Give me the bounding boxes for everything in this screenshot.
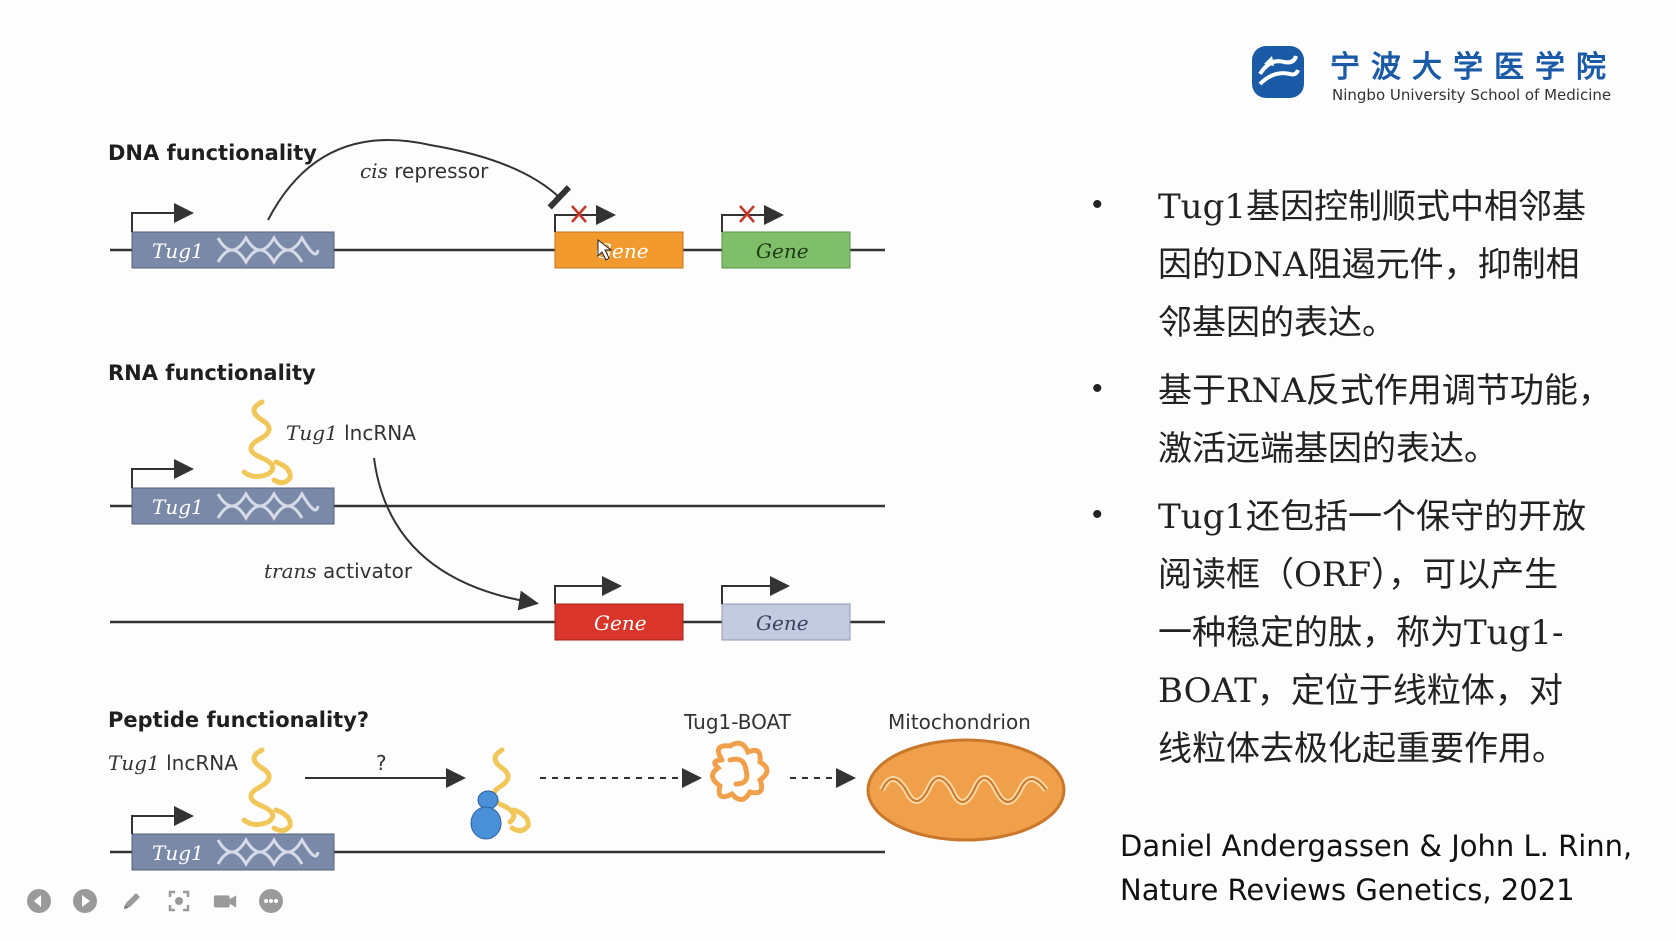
citation-journal: Nature Reviews Genetics, 2021 [1120,873,1575,907]
gene-lightblue-label: Gene [756,611,809,635]
tug1-promoter-arrow [131,203,194,232]
gene-red-promoter [554,576,622,604]
trans-activator-arc [373,457,539,611]
gene-orange-promoter [554,205,616,232]
gene-green-promoter [721,205,784,232]
play-button[interactable] [72,888,98,914]
trans-activator-label: trans activator [264,559,413,583]
gene-red-label: Gene [594,611,647,635]
tug1-figure: DNA functionality Tug1 cis repressor Gen… [108,139,1066,871]
bullet-3-line-3: 一种稳定的肽，称为Tug1- [1158,613,1564,653]
bullet-dot-1: • [1092,188,1103,221]
bullet-3-line-5: 线粒体去极化起重要作用。 [1158,729,1566,769]
dna-section-title: DNA functionality [108,141,317,165]
camera-icon [213,895,237,908]
rna-lncrna-label: Tug1 lncRNA [286,421,416,445]
bullet-1-line-2: 因的DNA阻遏元件，抑制相 [1158,245,1580,285]
prev-icon [27,889,51,913]
ribosome-small-icon [477,790,499,810]
bullet-3-line-2: 阅读框（ORF），可以产生 [1158,555,1559,595]
logo-chinese-name: 宁波大学医学院 [1330,50,1617,85]
screenshot-button[interactable] [166,888,192,914]
blocked-x-icon-2 [739,205,755,223]
screenshot-icon [168,890,190,912]
bullet-dot-2: • [1092,372,1103,405]
dna-helix-icon [216,235,320,256]
bullet-3-line-1: Tug1还包括一个保守的开放 [1158,497,1586,537]
gene-lightblue-box [721,603,851,641]
mitochondrion-label: Mitochondrion [888,710,1031,734]
rna-section-title: RNA functionality [108,361,316,385]
cis-repressor-arc [267,139,572,221]
cis-repressor-label: cis repressor [360,159,489,183]
tug1-promoter-arrow-peptide [131,806,194,834]
university-logo: 宁波大学医学院 Ningbo University School of Medi… [1250,42,1650,112]
peptide-lncrna-label: Tug1 lncRNA [108,751,238,775]
citation-authors: Daniel Andergassen & John L. Rinn, [1120,829,1633,863]
bullet-3: Tug1还包括一个保守的开放 阅读框（ORF），可以产生 一种稳定的肽，称为Tu… [1158,488,1628,778]
gene-lightblue-promoter [721,576,790,604]
lncrna-squiggle-icon [241,399,293,486]
ningbo-logo-icon [1252,46,1304,98]
logo-english-name: Ningbo University School of Medicine [1332,86,1612,104]
mitochondrion-icon [866,738,1066,842]
gene-orange-box [554,231,684,269]
pen-icon [124,893,140,909]
bullet-1-line-3: 邻基因的表达。 [1158,303,1396,343]
gene-red-box [554,603,684,641]
ribosome-rna-icon [490,747,531,834]
bullet-2-line-2: 激活远端基因的表达。 [1158,429,1498,469]
bullet-dot-3: • [1092,498,1103,531]
tug1-boat-label: Tug1-BOAT [683,710,792,734]
peptide-section-title: Peptide functionality? [108,708,369,732]
more-icon [259,889,283,913]
gene-green-box [721,231,851,269]
tug1-boat-peptide-icon [710,740,770,802]
gene-green-label: Gene [756,239,809,263]
more-button[interactable] [258,888,284,914]
bullet-2-line-1: 基于RNA反式作用调节功能， [1158,371,1612,411]
blocked-x-icon-1 [571,205,587,223]
bullet-2: 基于RNA反式作用调节功能， 激活远端基因的表达。 [1158,362,1628,478]
tug1-promoter-arrow-rna [131,459,194,488]
tug1-label-rna: Tug1 [152,495,204,519]
tug1-label-peptide: Tug1 [152,841,204,865]
citation: Daniel Andergassen & John L. Rinn, Natur… [1120,824,1632,912]
camera-button[interactable] [212,888,238,914]
tug1-label-dna: Tug1 [152,239,204,263]
question-mark: ? [376,751,387,775]
presentation-toolbar [26,888,296,918]
prev-button[interactable] [26,888,52,914]
bullet-1: Tug1基因控制顺式中相邻基 因的DNA阻遏元件，抑制相 邻基因的表达。 [1158,178,1628,352]
play-icon [73,889,97,913]
cursor-icon [597,238,613,261]
pen-button[interactable] [119,888,145,914]
peptide-lncrna-squiggle-icon [241,747,293,834]
ribosome-large-icon [470,806,502,840]
bullet-1-line-1: Tug1基因控制顺式中相邻基 [1158,187,1586,227]
bullet-3-line-4: BOAT，定位于线粒体，对 [1158,671,1563,711]
